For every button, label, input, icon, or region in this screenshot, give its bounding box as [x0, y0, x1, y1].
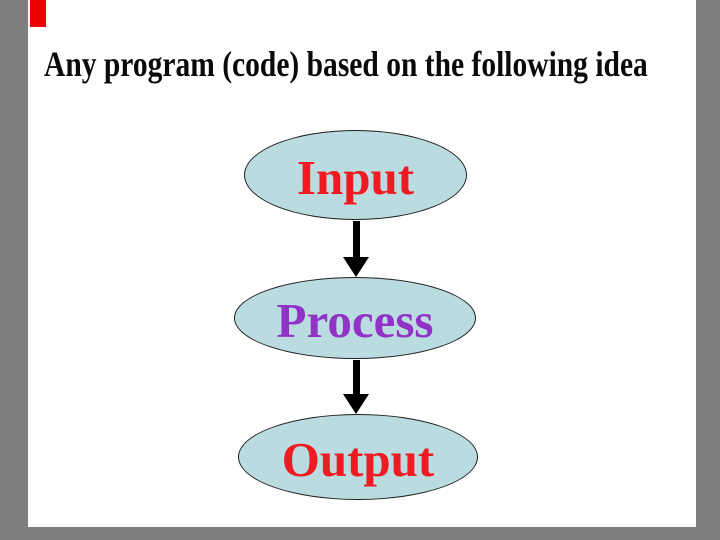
flow-node-input: Input: [244, 130, 467, 220]
arrow-head-input-to-process: [343, 257, 369, 277]
slide-title: Any program (code) based on the followin…: [44, 44, 648, 84]
red-accent-marker: [30, 0, 46, 27]
slide-area: Any program (code) based on the followin…: [28, 0, 696, 527]
arrow-shaft-process-to-output: [353, 360, 360, 395]
flow-node-output-label: Output: [281, 431, 435, 487]
flow-node-process: Process: [234, 277, 476, 359]
flow-node-input-label: Input: [296, 149, 415, 205]
flow-node-process-label: Process: [276, 292, 434, 348]
flow-node-output: Output: [238, 414, 478, 500]
arrow-shaft-input-to-process: [353, 221, 360, 258]
arrow-head-process-to-output: [343, 394, 369, 414]
